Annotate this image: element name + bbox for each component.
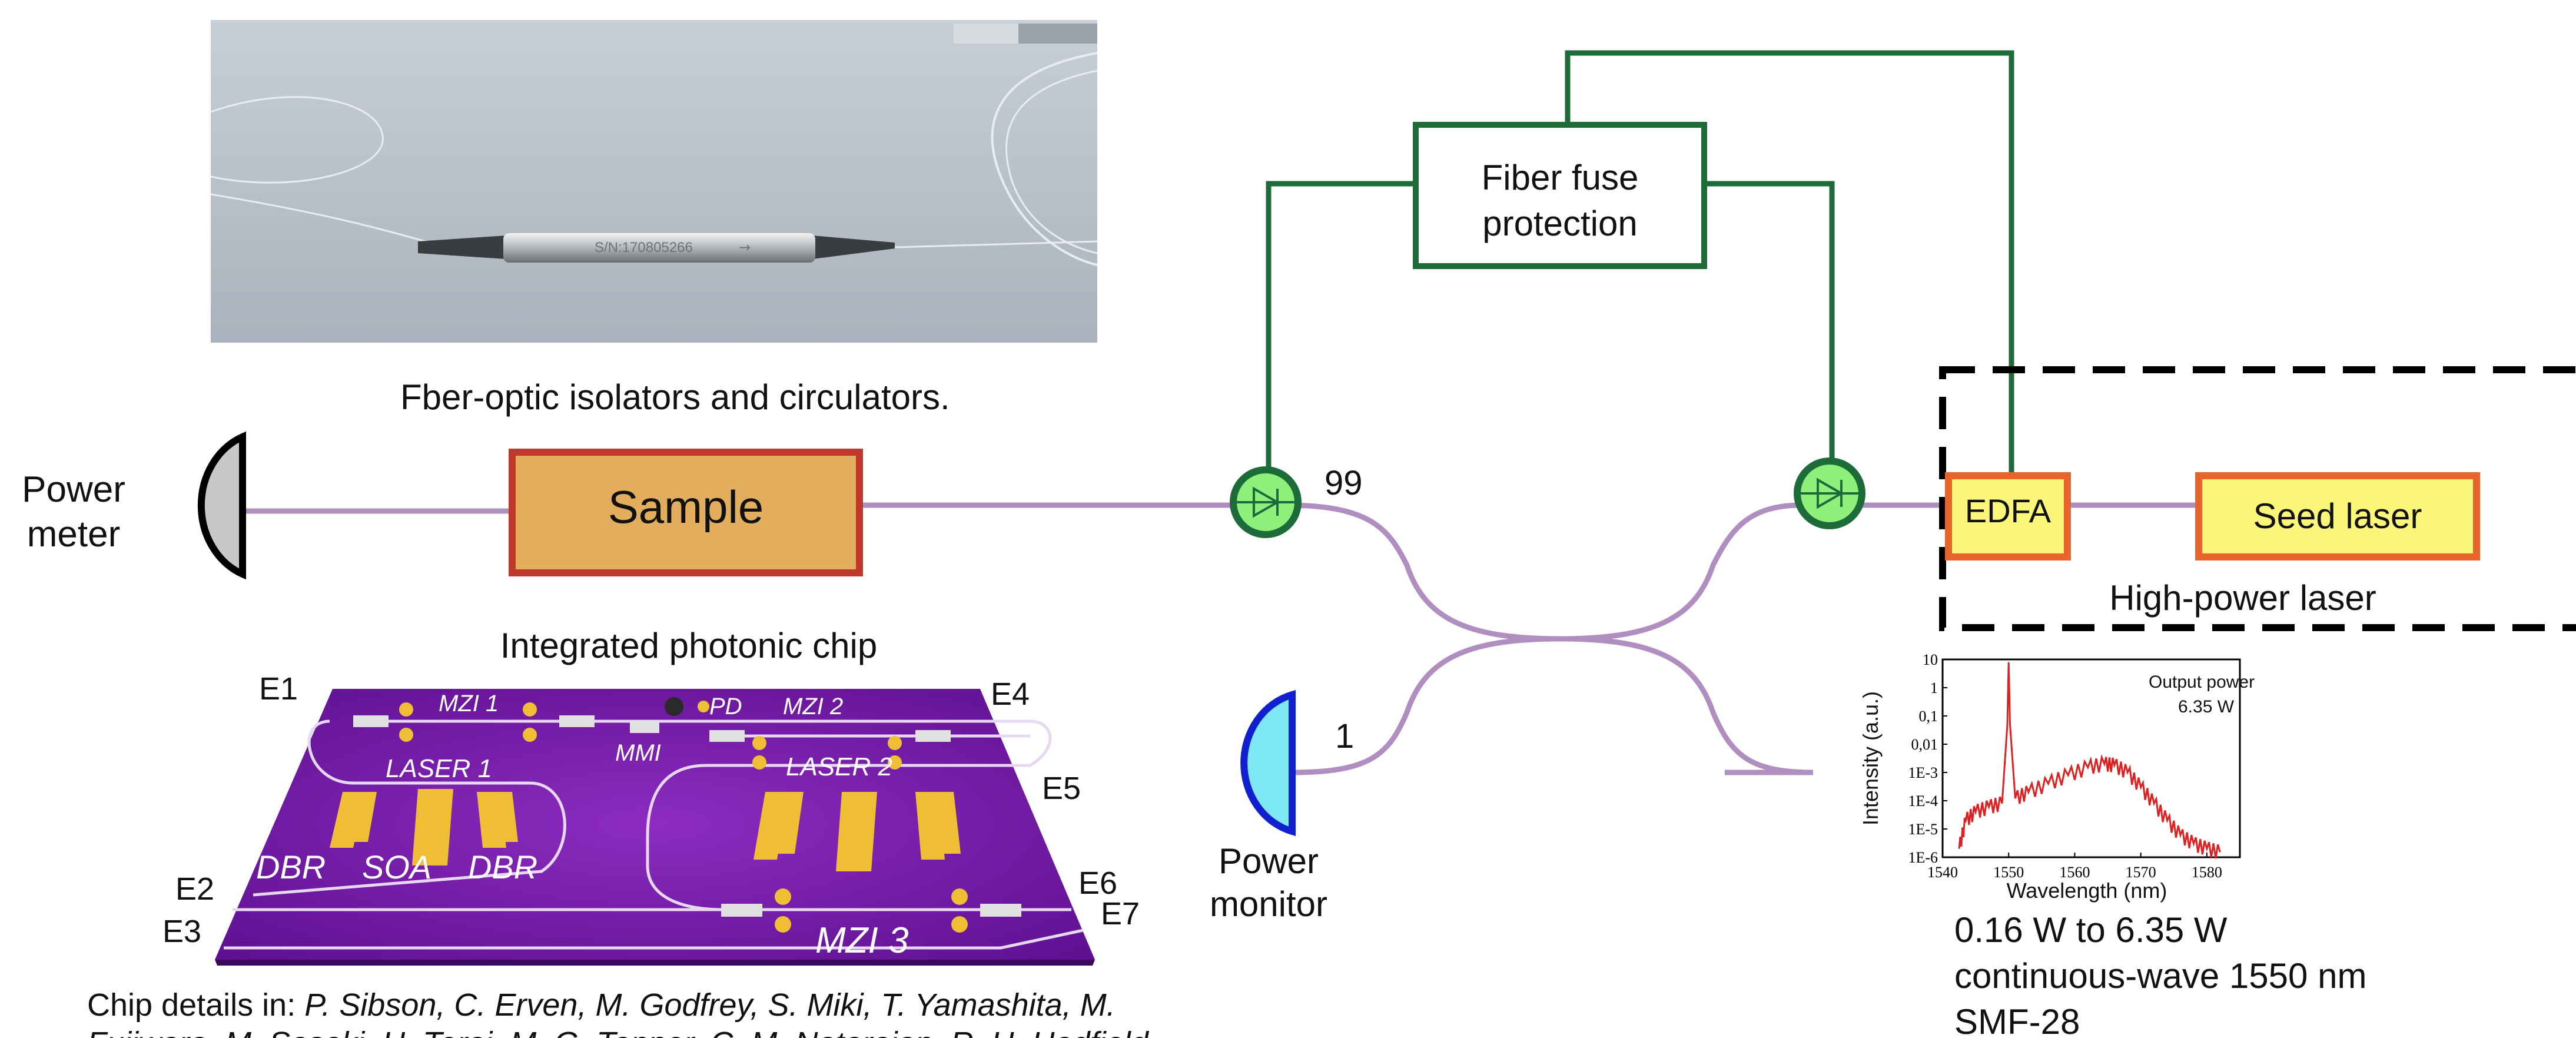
fiber-lines — [243, 502, 2199, 775]
svg-text:→: → — [739, 239, 751, 256]
y-tick-label: 0,01 — [1911, 736, 1938, 753]
high-power-laser-box — [1939, 366, 2576, 631]
chip-details-line2: Fujiwara, M. Sasaki, H. Terai, M. G. Tan… — [87, 1026, 1157, 1038]
chip-details-authors-1: P. Sibson, C. Erven, M. Godfrey, S. Miki… — [304, 987, 1116, 1023]
circulator-right — [1794, 457, 1865, 529]
laser-spec-line3: SMF-28 — [1954, 1002, 2080, 1038]
chip-title: Integrated photonic chip — [500, 626, 877, 665]
spectrum-chart: 1540 1550 1560 1570 1580 1E-6 1E-5 1E-4 1E-3 0,01… — [1858, 651, 2255, 903]
spectrum-output-value: 6.35 W — [2178, 697, 2235, 717]
power-monitor-line2: monitor — [1210, 884, 1327, 924]
chip-soa: SOA — [362, 848, 431, 886]
chip-details-prefix: Chip details in: — [87, 987, 304, 1023]
spectrum-ticks: 1540 1550 1560 1570 1580 1E-6 1E-5 1E-4 1E-3 0,01… — [1908, 651, 2222, 881]
power-monitor — [1240, 690, 1296, 836]
coupler-port-1: 1 — [1335, 717, 1354, 755]
x-tick-label: 1570 — [2126, 864, 2156, 881]
edfa-label: EDFA — [1965, 492, 2051, 529]
chip-port-e2: E2 — [175, 871, 214, 907]
seed-laser-box — [2195, 472, 2480, 561]
chip-mzi1: MZI 1 — [439, 691, 499, 717]
fiber-fuse-line1: Fiber fuse — [1482, 158, 1639, 197]
chip-details-line1: Chip details in: P. Sibson, C. Erven, M.… — [87, 987, 1116, 1023]
fiber-fuse-protection: Fiber fuse protection — [1266, 50, 2014, 485]
chip-laser1: LASER 1 — [386, 754, 492, 783]
spectrum-output-label: Output power — [2149, 672, 2255, 692]
power-meter — [197, 431, 246, 580]
laser-spec-line2: continuous-wave 1550 nm — [1954, 956, 2366, 996]
x-tick-label: 1550 — [1993, 864, 2024, 881]
spectrum-ylabel: Intensity (a.u.) — [1858, 691, 1883, 825]
laser-spec-line1: 0.16 W to 6.35 W — [1954, 910, 2228, 950]
isolator-photo: S/N:170805266 → — [210, 20, 1098, 343]
seed-laser-label: Seed laser — [2253, 496, 2422, 536]
chip-dbr-left: DBR — [256, 848, 326, 886]
power-meter-line2: meter — [27, 514, 120, 555]
coupler-port-99: 99 — [1324, 464, 1363, 502]
isolator-caption: Fber-optic isolators and circulators. — [400, 377, 950, 417]
x-tick-label: 1560 — [2059, 864, 2090, 881]
sample-box — [509, 449, 863, 576]
fiber-fuse-line2: protection — [1482, 204, 1638, 243]
y-tick-label: 0,1 — [1919, 708, 1938, 725]
circulator-left — [1230, 466, 1302, 538]
y-tick-label: 1 — [1930, 679, 1938, 697]
chip-mmi: MMI — [615, 740, 661, 766]
sample-label: Sample — [608, 481, 763, 533]
chip-port-e3: E3 — [162, 914, 201, 949]
chip-pd: PD — [709, 694, 742, 719]
x-tick-label: 1540 — [1927, 864, 1958, 881]
y-tick-label: 1E-3 — [1908, 764, 1938, 781]
chip-mzi3: MZI 3 — [815, 920, 908, 961]
chip-dbr-right: DBR — [468, 848, 537, 886]
chip-port-e7: E7 — [1101, 896, 1140, 931]
high-power-laser-label: High-power laser — [2109, 578, 2376, 618]
chip-mzi2: MZI 2 — [783, 694, 843, 719]
chip-laser2: LASER 2 — [786, 752, 892, 781]
chip-port-e4: E4 — [991, 676, 1030, 712]
power-monitor-line1: Power — [1219, 841, 1319, 881]
photonic-chip: MZI 1 PD MZI 2 MMI LASER 1 LASER 2 DBR S… — [162, 671, 1140, 966]
x-tick-label: 1580 — [2192, 864, 2222, 881]
chip-port-e5: E5 — [1042, 771, 1081, 806]
y-tick-label: 1E-5 — [1908, 821, 1938, 838]
spectrum-xlabel: Wavelength (nm) — [2007, 878, 2167, 903]
power-meter-line1: Power — [22, 469, 125, 510]
edfa-box — [1945, 472, 2071, 561]
chip-port-e1: E1 — [259, 671, 298, 707]
y-tick-label: 1E-4 — [1908, 792, 1938, 810]
isolator-serial: S/N:170805266 — [595, 240, 693, 256]
y-tick-label: 10 — [1923, 651, 1938, 668]
spectrum-line — [1958, 662, 2221, 859]
chip-port-e6: E6 — [1078, 865, 1117, 901]
y-tick-label: 1E-6 — [1908, 849, 1938, 866]
